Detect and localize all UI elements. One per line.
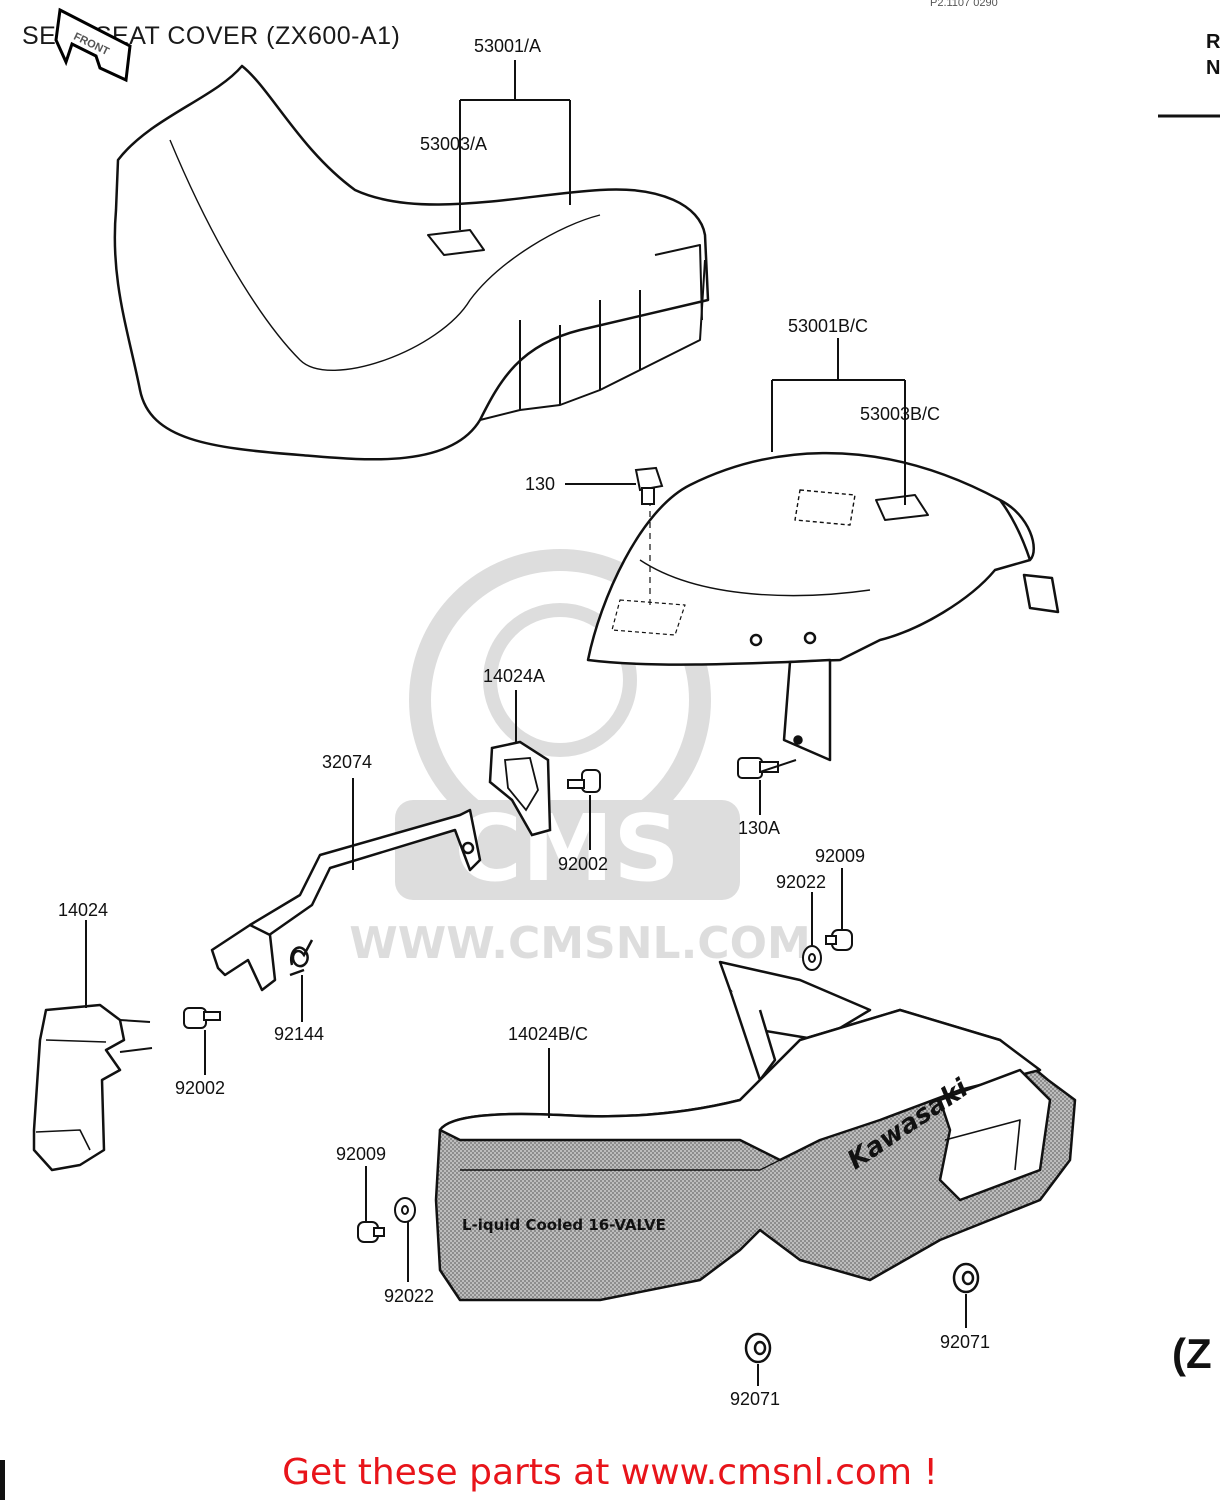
part-label: 14024B/C xyxy=(508,1024,588,1044)
part-label: 92002 xyxy=(558,854,608,874)
bracket-14024a xyxy=(488,740,552,837)
side-model-code: (Z xyxy=(1172,1330,1212,1377)
part-label: 92022 xyxy=(776,872,826,892)
part-label: 53001/A xyxy=(474,36,541,56)
side-header-n: N xyxy=(1206,57,1220,79)
rod-32074 xyxy=(210,808,482,992)
part-label: 53001B/C xyxy=(788,316,868,336)
part-label: 14024A xyxy=(483,666,545,686)
leader-lines xyxy=(85,60,967,1386)
footer-cta-link[interactable]: Get these parts at www.cmsnl.com ! xyxy=(282,1452,938,1493)
part-label: 14024 xyxy=(58,900,108,920)
part-label: 130A xyxy=(738,818,780,838)
part-label: 92002 xyxy=(175,1078,225,1098)
washer-92022-lower-icon xyxy=(394,1197,416,1223)
tail-cover: Kawasaki L-iquid Cooled 16-VALVE xyxy=(434,960,1077,1302)
dual-seat xyxy=(113,64,710,461)
bracket-14024 xyxy=(32,1003,153,1172)
cover-engine-text: L-iquid Cooled 16-VALVE xyxy=(462,1216,666,1234)
screw-92009-upper-icon xyxy=(825,929,853,951)
bolt-92002-lower-icon xyxy=(183,1007,221,1029)
reference-code: P2.1107 0290 xyxy=(930,0,998,9)
part-label: 92009 xyxy=(815,846,865,866)
spring-92144-icon xyxy=(289,939,314,977)
watermark-logo-icon xyxy=(409,549,711,851)
watermark-url: WWW.CMSNL.COM xyxy=(349,918,811,969)
part-label: 32074 xyxy=(322,752,372,772)
watermark-brand: CMS xyxy=(454,795,679,902)
part-label: 92022 xyxy=(384,1286,434,1306)
part-labels: 53001/A 53003/A 53001B/C 53003B/C 130 14… xyxy=(58,36,990,1409)
grommet-92071-lower-icon xyxy=(744,1332,772,1364)
seat-cover xyxy=(586,451,1060,762)
front-arrow-icon: FRONT xyxy=(54,7,132,83)
grommet-92071-right-icon xyxy=(952,1262,980,1294)
side-header-r: R xyxy=(1206,31,1220,53)
part-label: 53003B/C xyxy=(860,404,940,424)
part-label: 92144 xyxy=(274,1024,324,1044)
part-label: 92071 xyxy=(940,1332,990,1352)
part-label: 130 xyxy=(525,474,555,494)
bolt-130-icon xyxy=(634,466,664,505)
watermark: CMS WWW.CMSNL.COM xyxy=(349,549,811,969)
washer-92022-upper-icon xyxy=(802,945,822,971)
screw-92009-lower-icon xyxy=(357,1221,385,1243)
part-label: 92071 xyxy=(730,1389,780,1409)
bolt-92002-upper-icon xyxy=(567,769,601,793)
part-label: 92009 xyxy=(336,1144,386,1164)
part-label: 53003/A xyxy=(420,134,487,154)
